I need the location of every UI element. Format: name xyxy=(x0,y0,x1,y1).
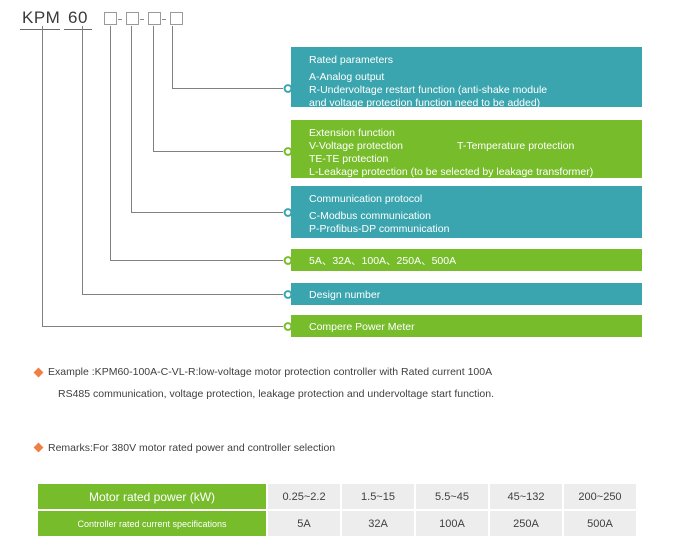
bullet-diamond-icon xyxy=(33,367,44,378)
def-text-compere-power-meter: Compere Power Meter xyxy=(309,321,415,333)
def-text-design-number: Design number xyxy=(309,289,381,301)
code-separator-dash xyxy=(118,19,122,20)
table-row-label: Controller rated current specifications xyxy=(38,511,266,536)
connector-line-communication-protocol xyxy=(131,26,283,213)
table-cell: 500A xyxy=(564,511,636,536)
table-cell: 45~132 xyxy=(490,484,562,509)
def-line-pair-extension-function: V-Voltage protection T-Temperature protec… xyxy=(309,140,642,153)
def-title-rated-parameters: Rated parameters xyxy=(309,54,394,66)
table-cell: 1.5~15 xyxy=(342,484,414,509)
example-note-line-1: Example :KPM60-100A-C-VL-R:low-voltage m… xyxy=(48,366,493,378)
connector-line-rated-current xyxy=(110,26,283,261)
code-separator-dash xyxy=(140,19,144,20)
code-token-60: 60 xyxy=(68,8,88,27)
def-title-communication-protocol: Communication protocol xyxy=(309,193,423,205)
def-box-rated-current: 5A、32A、100A、250A、500A xyxy=(291,249,642,271)
code-underline xyxy=(20,29,60,30)
code-placeholder-box-1 xyxy=(104,12,117,25)
connector-line-extension-function xyxy=(153,26,283,152)
def-line-pair-left: V-Voltage protection xyxy=(309,140,403,152)
connector-line-design-number xyxy=(82,26,283,295)
def-line-communication-protocol-1: C-Modbus communication xyxy=(309,210,431,222)
code-separator-dash xyxy=(162,19,166,20)
table-cell: 5A xyxy=(268,511,340,536)
def-line-extension-function-1: TE-TE protection xyxy=(309,153,389,165)
def-text-rated-current: 5A、32A、100A、250A、500A xyxy=(309,255,457,267)
code-underline xyxy=(64,29,92,30)
code-placeholder-box-3 xyxy=(148,12,161,25)
table-row-label: Motor rated power (kW) xyxy=(38,484,266,509)
table-cell: 250A xyxy=(490,511,562,536)
table-cell: 100A xyxy=(416,511,488,536)
def-box-compere-power-meter: Compere Power Meter xyxy=(291,315,642,337)
model-code-header: KPM 60 xyxy=(0,0,674,40)
remarks-note-line-1: Remarks:For 380V motor rated power and c… xyxy=(48,442,336,454)
code-placeholder-box-4 xyxy=(170,12,183,25)
bullet-diamond-icon xyxy=(33,442,44,453)
table-cell: 0.25~2.2 xyxy=(268,484,340,509)
def-line-extension-function-2: L-Leakage protection (to be selected by … xyxy=(309,166,594,178)
table-cell: 200~250 xyxy=(564,484,636,509)
connector-line-compere-power-meter xyxy=(42,26,283,327)
def-title-extension-function: Extension function xyxy=(309,127,395,139)
def-box-design-number: Design number xyxy=(291,283,642,305)
def-line-rated-parameters-1: A-Analog output xyxy=(309,71,385,83)
code-token-kpm: KPM xyxy=(22,8,61,27)
example-note-line-2: RS485 communication, voltage protection,… xyxy=(58,388,495,400)
def-line-pair-right: T-Temperature protection xyxy=(457,140,575,152)
code-placeholder-box-2 xyxy=(126,12,139,25)
table-cell: 32A xyxy=(342,511,414,536)
def-line-rated-parameters-3: and voltage protection function need to … xyxy=(309,97,541,109)
table-cell: 5.5~45 xyxy=(416,484,488,509)
def-line-communication-protocol-2: P-Profibus-DP communication xyxy=(309,223,450,235)
def-line-rated-parameters-2: R-Undervoltage restart function (anti-sh… xyxy=(309,84,548,96)
